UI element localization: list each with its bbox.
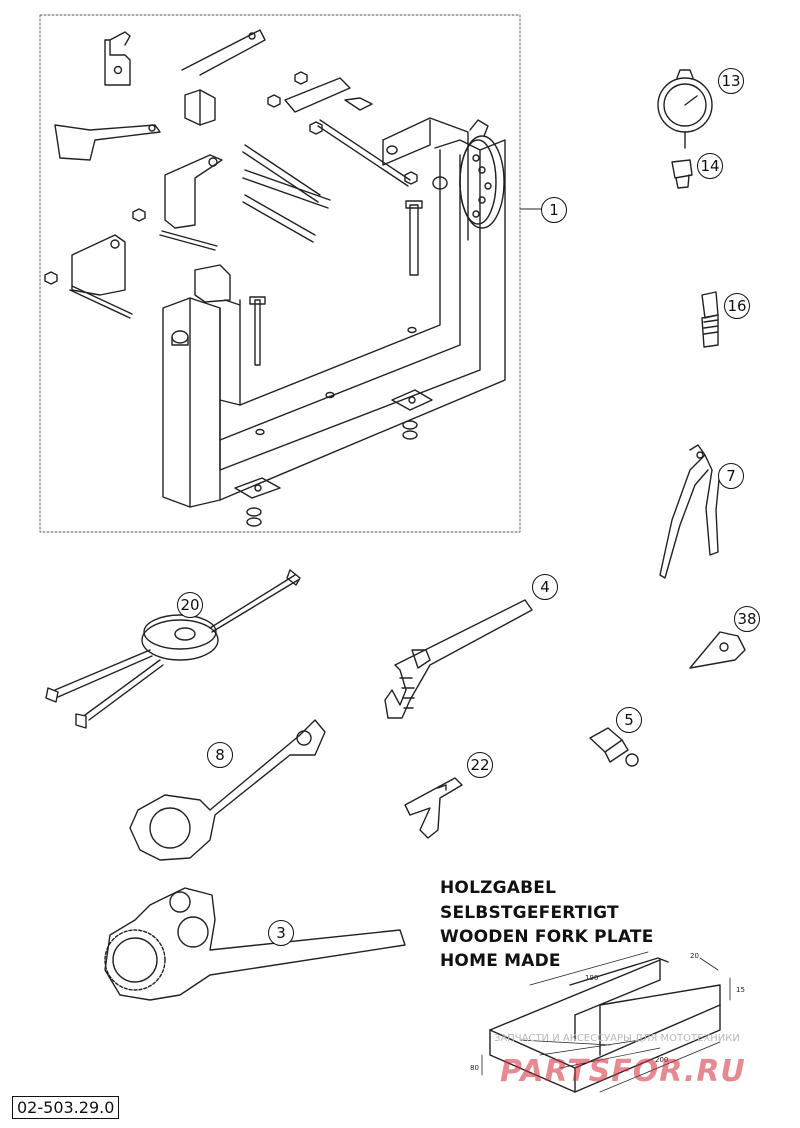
callout-20: 20	[177, 592, 203, 618]
wooden-fork-plate-drawing	[481, 951, 731, 1093]
circlip-pliers-drawing	[659, 444, 721, 579]
note-line-2: SELBSTGEFERTIGT	[440, 903, 619, 923]
callout-16: 16	[724, 293, 750, 319]
note-line-4: HOME MADE	[440, 951, 561, 971]
note-line-3: WOODEN FORK PLATE	[440, 927, 654, 947]
measuring-plate-drawing	[404, 777, 463, 839]
puller-tool-drawing	[45, 569, 301, 729]
kit-boundary-box	[39, 14, 521, 533]
callout-4: 4	[532, 574, 558, 600]
callout-5: 5	[616, 707, 642, 733]
callout-7: 7	[718, 463, 744, 489]
dim-label-190: 190	[585, 974, 598, 982]
special-key-drawing	[689, 631, 746, 669]
threaded-plug-drawing	[701, 291, 719, 348]
work-stand-frame	[162, 117, 506, 508]
dim-label-200: 200	[655, 1056, 668, 1064]
knurled-adaptor-drawing	[589, 727, 639, 767]
dim-label-15: 15	[736, 986, 745, 994]
dim-label-80: 80	[470, 1064, 479, 1072]
callout-8: 8	[207, 742, 233, 768]
callout-3: 3	[268, 920, 294, 946]
callout-1: 1	[541, 197, 567, 223]
kit-bolts-and-brackets	[44, 29, 433, 527]
gauge-adaptor-drawing	[671, 159, 693, 189]
callout-38: 38	[734, 606, 760, 632]
dial-gauge-drawing	[657, 69, 713, 149]
ring-spanner-drawing	[129, 719, 326, 861]
note-line-1: HOLZGABEL	[440, 878, 557, 898]
callout-13: 13	[718, 68, 744, 94]
callout-14: 14	[697, 153, 723, 179]
callout-22: 22	[467, 752, 493, 778]
diagram-reference-number: 02-503.29.0	[12, 1096, 120, 1119]
watermark-brand: PARTSFOR.RU	[500, 1054, 746, 1089]
holding-tool-drawing	[104, 887, 406, 1001]
dim-label-20: 20	[690, 952, 699, 960]
hook-wrench-drawing	[384, 599, 533, 719]
watermark-caption: ЗАПЧАСТИ И АКСЕССУАРЫ ДЛЯ МОТОТЕХНИКИ	[494, 1033, 740, 1044]
